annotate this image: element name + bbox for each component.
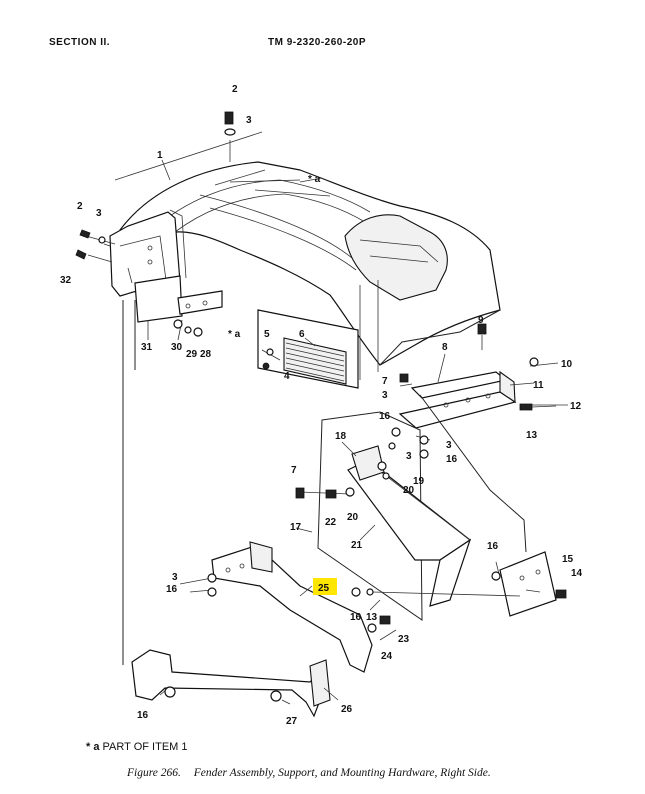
callout-16: 16: [487, 541, 499, 552]
callout-24: 24: [381, 651, 393, 662]
callout-18: 18: [335, 431, 347, 442]
callout-32: 32: [60, 275, 72, 286]
callout-3: 3: [96, 208, 102, 219]
callout-labels: 2 3 1 2 3 32 31 30 29 28 * a 5 6 4 * a 9…: [60, 84, 583, 727]
callout-5: 5: [264, 329, 270, 340]
fender-assembly: [109, 161, 501, 665]
mounting-plate: [419, 394, 557, 617]
small-bracket: [351, 445, 385, 481]
callout-11: 11: [533, 380, 544, 391]
callout-25: 25: [318, 583, 330, 594]
callout-30: 30: [171, 342, 183, 353]
callout-31: 31: [141, 342, 153, 353]
fasteners: [75, 111, 567, 702]
callout-20: 20: [347, 512, 359, 523]
callout-21: 21: [351, 540, 363, 551]
callout-1: 1: [157, 150, 163, 161]
callout-2: 2: [77, 201, 83, 212]
footnote-symbol: * a: [86, 741, 100, 753]
callout-17: 17: [290, 522, 302, 533]
callout-22: 22: [325, 517, 337, 528]
callout-15: 15: [562, 554, 574, 565]
callout-3: 3: [172, 572, 178, 583]
part-of-mark: * a: [228, 329, 241, 340]
tm-number: TM 9-2320-260-20P: [268, 37, 366, 48]
callout-3: 3: [382, 390, 388, 401]
part-of-mark: * a: [308, 174, 321, 185]
footnote-text: PART OF ITEM 1: [102, 741, 188, 753]
callout-6: 6: [299, 329, 305, 340]
angle-bracket: [347, 459, 472, 607]
callout-7: 7: [382, 376, 388, 387]
vent-grille: [257, 309, 359, 389]
callout-27: 27: [286, 716, 298, 727]
callout-8: 8: [442, 342, 448, 353]
callout-12: 12: [570, 401, 582, 412]
callout-4: 4: [284, 371, 290, 382]
callout-29: 29: [186, 349, 198, 360]
callout-7: 7: [291, 465, 297, 476]
callout-20: 20: [403, 485, 415, 496]
callout-16: 16: [446, 454, 458, 465]
callout-16: 16: [166, 584, 178, 595]
lower-support-arm: [211, 541, 373, 673]
callout-14: 14: [571, 568, 583, 579]
figure-title: Fender Assembly, Support, and Mounting H…: [193, 767, 491, 779]
callout-28: 28: [200, 349, 212, 360]
bottom-support-bracket: [131, 649, 331, 718]
callout-13: 13: [366, 612, 378, 623]
figure-number: Figure 266.: [127, 767, 181, 779]
callout-9: 9: [478, 315, 484, 326]
callout-16: 16: [379, 411, 391, 422]
callout-23: 23: [398, 634, 410, 645]
callout-13: 13: [526, 430, 538, 441]
mud-flap: [134, 275, 223, 323]
figure-caption: Figure 266. Fender Assembly, Support, an…: [127, 767, 491, 779]
callout-3: 3: [406, 451, 412, 462]
callout-3: 3: [246, 115, 252, 126]
callout-3: 3: [446, 440, 452, 451]
section-label: SECTION II.: [49, 37, 111, 48]
callout-26: 26: [341, 704, 353, 715]
callout-2: 2: [232, 84, 238, 95]
callout-19: 19: [413, 476, 425, 487]
footnote: * a PART OF ITEM 1: [86, 741, 188, 753]
callout-16: 16: [137, 710, 149, 721]
highlight-box: [313, 578, 337, 595]
upper-support-bracket: [398, 370, 517, 429]
callout-16: 16: [350, 612, 362, 623]
callout-10: 10: [561, 359, 573, 370]
